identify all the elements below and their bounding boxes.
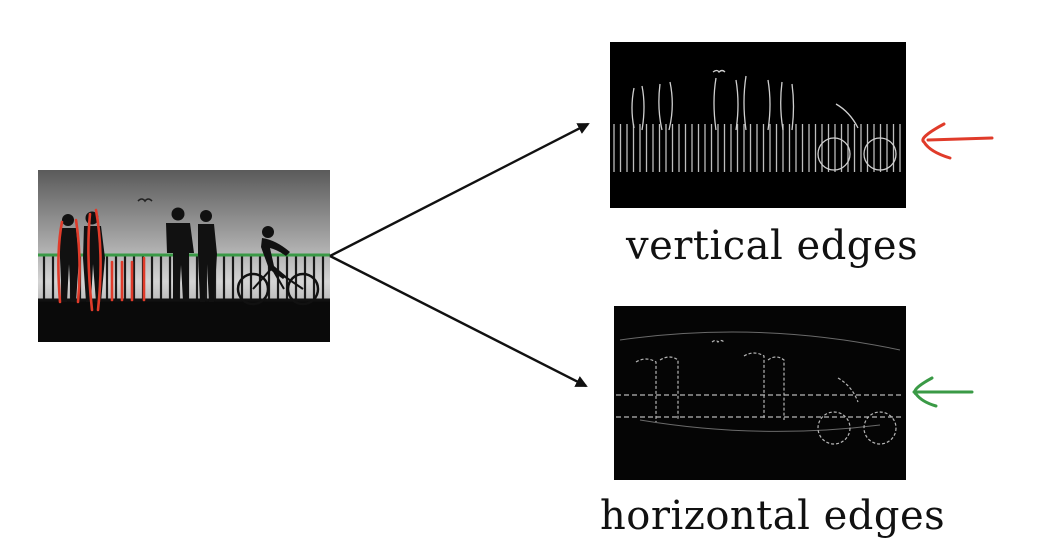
horizontal-edges-image — [614, 306, 906, 480]
arrow-to-vertical — [329, 122, 590, 258]
vertical-edges-label: vertical edges — [626, 223, 919, 269]
green-arrow-annotation — [912, 376, 974, 408]
arrow-to-horizontal — [329, 254, 588, 388]
horizontal-edges-label: horizontal edges — [600, 493, 946, 539]
vertical-edges-image — [610, 42, 906, 208]
red-arrow-annotation — [921, 122, 994, 160]
source-image — [38, 170, 330, 342]
